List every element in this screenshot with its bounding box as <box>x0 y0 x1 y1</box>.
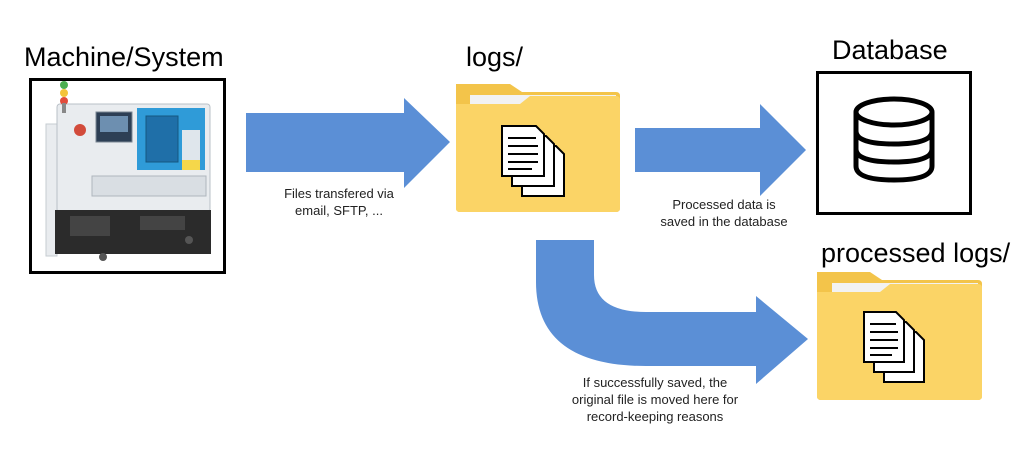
arrow-to-processed-logs <box>536 240 808 384</box>
database-caption: Processed data is saved in the database <box>660 197 788 229</box>
logs-folder-title: logs/ <box>466 42 524 72</box>
processed-logs-title: processed logs/ <box>821 238 1011 268</box>
transfer-caption: Files transfered via email, SFTP, ... <box>284 186 394 218</box>
arrow-to-logs <box>246 98 450 188</box>
processed-documents-icon <box>863 311 925 383</box>
moved-caption: If successfully saved, the original file… <box>571 375 739 424</box>
database-title: Database <box>832 35 948 65</box>
machine-title: Machine/System <box>24 42 224 72</box>
machine-image <box>45 81 211 261</box>
database-icon <box>853 96 935 183</box>
arrow-to-database <box>635 104 806 196</box>
logs-documents-icon <box>501 125 565 197</box>
